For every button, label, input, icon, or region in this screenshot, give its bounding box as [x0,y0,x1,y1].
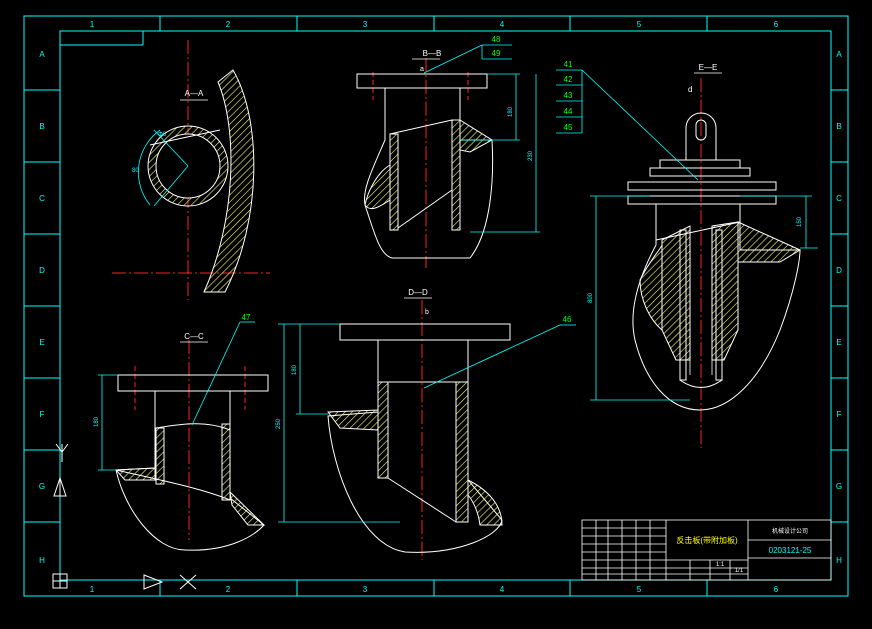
balloon-45: 45 [564,123,573,132]
zone-col-top-2: 2 [226,20,231,29]
zone-row-left-B: B [39,122,44,131]
dim-bb-short: 180 [508,106,514,117]
view-dd-mark: b [425,309,429,316]
zone-row-left-A: A [39,50,45,59]
title-block-company: 机械设计公司 [772,527,808,535]
zone-col-top-1: 1 [90,20,95,29]
title-block-sheet: 1/1 [735,568,744,574]
balloon-46: 46 [563,315,572,324]
title-block-scale: 1:1 [716,562,725,568]
zone-col-bottom-6: 6 [774,585,779,594]
svg-text:Φ6: Φ6 [158,132,167,138]
view-aa-title: A—A [185,89,204,98]
zone-row-left-F: F [40,410,45,419]
zone-col-bottom-4: 4 [500,585,505,594]
dim-dd-long: 250 [276,418,282,429]
zone-col-top-4: 4 [500,20,505,29]
zone-col-top-5: 5 [637,20,642,29]
cross-icon[interactable] [179,574,197,590]
dim-bb-long: 230 [528,150,534,161]
balloon-48: 48 [492,35,501,44]
grid-square-icon[interactable] [52,573,68,589]
balloon-44: 44 [564,107,573,116]
view-ee: 150 800 E—E d 41 42 43 44 45 [556,60,818,448]
zone-col-bottom-3: 3 [363,585,368,594]
view-cc: 180 C—C 47 [94,313,269,551]
triangle-marker-icon [53,476,67,497]
svg-text:80: 80 [132,168,139,174]
zone-col-top-6: 6 [774,20,779,29]
view-bb: 180 230 B—B a 48 49 [356,35,540,268]
zone-row-left-E: E [39,338,44,347]
zone-row-right-C: C [836,194,842,203]
zone-col-bottom-2: 2 [226,585,231,594]
view-aa: Φ6 80 A—A [112,40,270,300]
view-dd-title: D—D [408,288,428,297]
title-block-drawing-no: 0203121-25 [769,546,812,555]
view-bb-title: B—B [423,49,442,58]
title-block [581,519,832,581]
zone-col-top-3: 3 [363,20,368,29]
balloon-41: 41 [564,60,573,69]
view-bb-mark: a [420,66,424,73]
zone-row-right-D: D [836,266,842,275]
zone-row-right-H: H [836,556,842,565]
title-block-part-name: 反击板(带附加板) [676,535,738,545]
ucs-axis-icon [55,443,69,462]
zone-row-left-H: H [39,556,45,565]
zone-row-right-F: F [837,410,842,419]
arrow-triangle-icon[interactable] [143,574,164,590]
zone-row-left-C: C [39,194,45,203]
balloon-42: 42 [564,75,573,84]
dim-cc: 180 [94,416,100,427]
zone-row-left-D: D [39,266,45,275]
zone-row-right-B: B [836,122,841,131]
zone-row-right-A: A [836,50,842,59]
view-dd: 180 250 D—D b 46 [276,288,576,560]
zone-col-bottom-1: 1 [90,585,95,594]
zone-ticks [24,16,848,596]
zone-row-left-G: G [39,482,45,491]
dim-ee-short: 150 [797,216,803,227]
view-ee-mark: d [688,85,692,94]
dim-dd-short: 180 [292,364,298,375]
view-cc-title: C—C [184,332,204,341]
balloon-47: 47 [242,313,251,322]
dim-ee-long: 800 [588,292,594,303]
zone-col-bottom-5: 5 [637,585,642,594]
zone-row-right-E: E [836,338,841,347]
view-ee-title: E—E [699,63,718,72]
balloon-43: 43 [564,91,573,100]
zone-row-right-G: G [836,482,842,491]
balloon-49: 49 [492,49,501,58]
